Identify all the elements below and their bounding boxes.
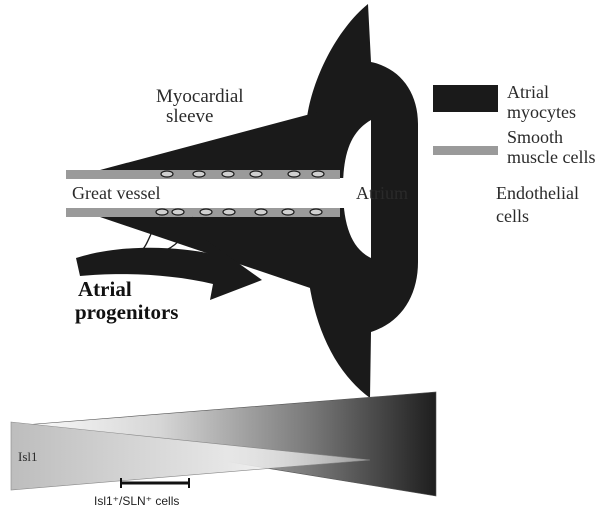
isl1-label: Isl1: [18, 449, 38, 464]
legend-endothelial-label-2: cells: [496, 206, 529, 226]
legend-smooth-muscle-label-2: muscle cells: [507, 147, 595, 167]
legend-myocytes-label-1: Atrial: [507, 82, 549, 102]
myocardial-label-2: sleeve: [166, 106, 213, 127]
atrium-label: Atrium: [356, 183, 408, 203]
great-vessel-label: Great vessel: [72, 183, 160, 203]
legend-smooth-muscle-label-1: Smooth: [507, 127, 563, 147]
progenitors-label-2: progenitors: [75, 300, 178, 324]
legend-endothelial-label-1: Endothelial: [496, 183, 579, 203]
legend-swatch-myocytes: [433, 85, 498, 112]
legend-swatch-smooth-muscle: [433, 146, 498, 155]
legend-myocytes-label-2: myocytes: [507, 102, 576, 122]
myocardial-label-1: Myocardial: [156, 86, 244, 107]
progenitors-label-1: Atrial: [78, 277, 132, 301]
double-positive-label: Isl1⁺/SLN⁺ cells: [94, 494, 179, 508]
